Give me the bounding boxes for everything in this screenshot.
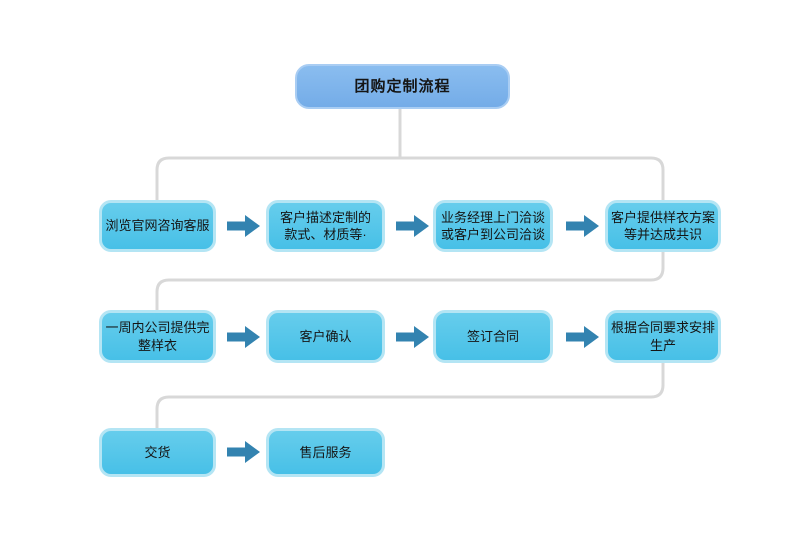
connector-row1-to-row2 (155, 252, 665, 310)
node-after-sales-service: 售后服务 (266, 428, 385, 477)
node-label: 客户提供样衣方案 等并达成共识 (610, 209, 715, 242)
node-label: 交货 (144, 444, 171, 460)
connector-title-to-row1 (155, 156, 665, 200)
arrow-right-icon (227, 441, 260, 463)
node-arrange-production: 根据合同要求安排 生产 (605, 310, 721, 363)
arrow-right-icon (396, 326, 429, 348)
node-company-provides-full-sample: 一周内公司提供完 整样衣 (99, 310, 216, 363)
arrow-right-icon (227, 326, 260, 348)
node-label: 浏览官网咨询客服 (105, 218, 210, 234)
node-delivery: 交货 (99, 428, 216, 477)
node-manager-visit-negotiation: 业务经理上门洽谈 或客户到公司洽谈 (433, 200, 553, 252)
title-node-group-purchase-process: 团购定制流程 (295, 64, 510, 109)
arrow-right-icon (566, 326, 599, 348)
node-label: 一周内公司提供完 整样衣 (105, 320, 210, 353)
connector-row2-to-row3 (155, 363, 665, 428)
node-label: 客户确认 (299, 328, 352, 344)
node-label: 售后服务 (299, 444, 352, 460)
arrow-right-icon (566, 215, 599, 237)
node-customer-describes-customization: 客户描述定制的 款式、材质等· (266, 200, 385, 252)
node-label: 根据合同要求安排 生产 (610, 320, 715, 353)
node-label: 签订合同 (466, 328, 519, 344)
node-sign-contract: 签订合同 (433, 310, 553, 363)
node-label: 业务经理上门洽谈 或客户到公司洽谈 (440, 209, 545, 242)
node-customer-confirm: 客户确认 (266, 310, 385, 363)
node-label: 客户描述定制的 款式、材质等· (279, 209, 371, 242)
arrow-right-icon (396, 215, 429, 237)
title-label: 团购定制流程 (354, 77, 451, 95)
node-customer-provides-sample-plan: 客户提供样衣方案 等并达成共识 (605, 200, 721, 252)
arrow-right-icon (227, 215, 260, 237)
node-browse-official-site: 浏览官网咨询客服 (99, 200, 216, 252)
